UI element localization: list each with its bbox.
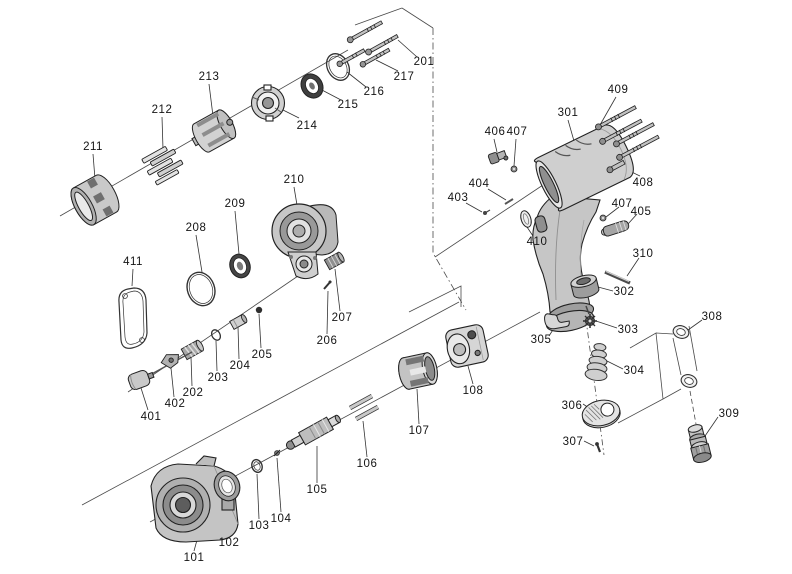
part-204-plunger [229, 314, 248, 330]
part-206-pin [323, 280, 332, 290]
part-label-402: 402 [164, 398, 186, 410]
part-304-conical-spring [584, 343, 608, 382]
part-306-baffle-plate [581, 399, 621, 429]
part-label-104: 104 [270, 513, 292, 525]
part-405-reverse-lever [600, 220, 630, 237]
part-307-screw [595, 442, 602, 453]
part-label-407b: 407 [611, 198, 633, 210]
part-308-washers [672, 325, 698, 388]
part-label-213: 213 [198, 71, 220, 83]
part-408-bolt [606, 159, 626, 174]
part-label-217: 217 [393, 71, 415, 83]
part-105-valve-assembly [285, 414, 341, 450]
part-403-screw [483, 209, 491, 215]
part-107-cylinder [398, 352, 438, 390]
part-label-309: 309 [718, 408, 740, 420]
part-label-304: 304 [623, 365, 645, 377]
part-label-202: 202 [182, 387, 204, 399]
part-102-retainer-ring [213, 470, 241, 502]
part-label-215: 215 [337, 99, 359, 111]
part-label-216: 216 [363, 86, 385, 98]
part-409-bolts [595, 105, 660, 161]
part-label-411: 411 [123, 256, 143, 268]
part-103-o-ring [251, 458, 263, 474]
part-label-408: 408 [632, 177, 654, 189]
part-217-bolts [336, 47, 391, 68]
part-label-212: 212 [151, 104, 173, 116]
part-201-bolts [346, 20, 399, 56]
part-label-307: 307 [562, 436, 584, 448]
part-211-cylinder-liner [70, 174, 120, 226]
part-label-205: 205 [251, 349, 273, 361]
part-216-o-ring [325, 53, 351, 81]
part-label-105: 105 [306, 484, 328, 496]
part-214-cam-ring [250, 84, 286, 122]
part-label-101: 101 [183, 552, 205, 564]
part-label-308: 308 [701, 311, 723, 323]
part-305-clip [544, 313, 570, 330]
part-106-pins [348, 393, 380, 422]
part-label-407a: 407 [506, 126, 528, 138]
part-label-301: 301 [557, 107, 579, 119]
part-302-muffler-grommet [570, 274, 600, 299]
part-label-107: 107 [408, 425, 430, 437]
part-label-204: 204 [229, 360, 251, 372]
part-402-trigger-valve [147, 351, 193, 377]
part-label-108: 108 [462, 385, 484, 397]
part-label-206: 206 [316, 335, 338, 347]
part-label-207: 207 [331, 312, 353, 324]
part-label-214: 214 [296, 120, 318, 132]
part-309-inlet-bushing [687, 424, 712, 463]
part-404-pin [504, 198, 514, 205]
part-407-nut-a [510, 165, 518, 173]
part-label-305: 305 [530, 334, 552, 346]
part-label-310: 310 [632, 248, 654, 260]
part-label-306: 306 [561, 400, 583, 412]
part-label-406: 406 [484, 126, 506, 138]
part-label-410: 410 [526, 236, 548, 248]
part-205-ball [255, 306, 263, 314]
part-407-nut-b [599, 214, 607, 222]
part-label-302: 302 [613, 286, 635, 298]
part-label-209: 209 [224, 198, 246, 210]
part-label-405: 405 [630, 206, 652, 218]
part-label-409: 409 [607, 84, 629, 96]
part-label-201: 201 [413, 56, 435, 68]
part-label-208: 208 [185, 222, 207, 234]
part-label-210: 210 [283, 174, 305, 186]
part-label-401: 401 [140, 411, 162, 423]
part-213-rotor [191, 109, 237, 153]
part-411-gasket [118, 287, 148, 349]
part-410-oval-cover [520, 210, 532, 228]
part-207-valve-spring [323, 251, 345, 271]
part-label-404: 404 [468, 178, 490, 190]
part-310-pin [604, 270, 631, 285]
part-104-screw [273, 449, 281, 457]
part-203-ring [210, 329, 222, 341]
part-108-end-plate [445, 324, 489, 368]
part-401-trigger-button [127, 369, 155, 391]
part-label-106: 106 [356, 458, 378, 470]
part-101-clutch-housing [150, 455, 239, 543]
part-208-o-ring [186, 271, 216, 307]
part-215-bearing [300, 73, 324, 99]
part-label-303: 303 [617, 324, 639, 336]
part-210-hammer-case [271, 203, 339, 280]
part-label-102: 102 [218, 537, 240, 549]
part-209-bearing [229, 253, 251, 279]
part-label-211: 211 [83, 141, 103, 153]
part-406-fitting [487, 150, 509, 165]
part-303-star-nut [583, 305, 597, 328]
part-label-403: 403 [447, 192, 469, 204]
part-301-housing-cap [533, 124, 634, 212]
part-label-203: 203 [207, 372, 229, 384]
part-label-103: 103 [248, 520, 270, 532]
part-212-rotor-vanes [141, 146, 184, 186]
